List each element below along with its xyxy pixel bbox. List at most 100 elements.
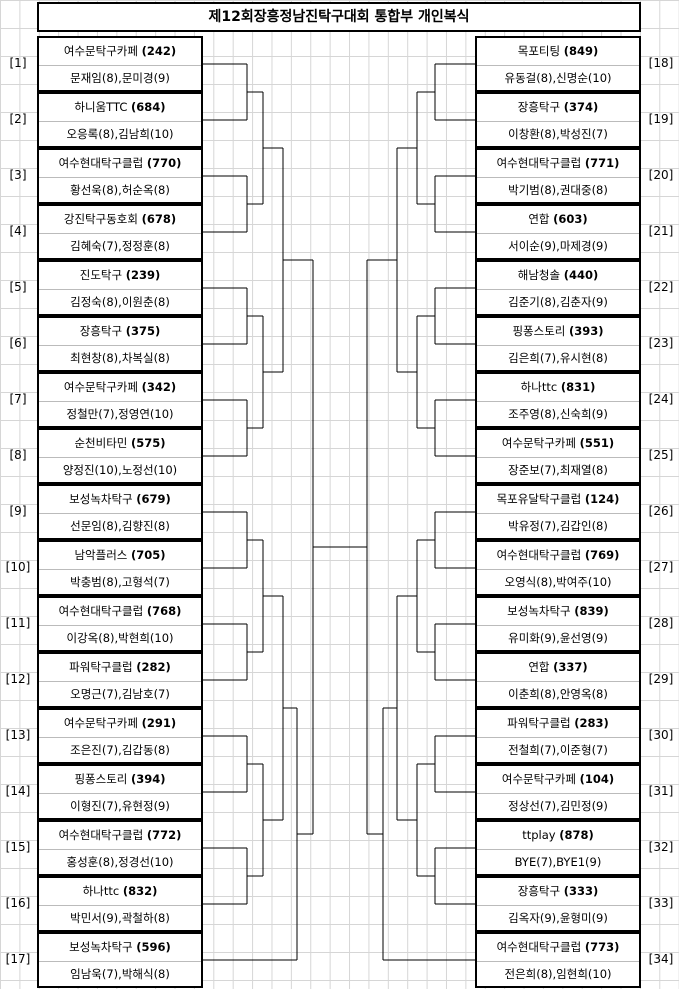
team-entry-left: 하니움TTC (684)오응록(8),김남희(10) [37, 92, 203, 148]
club-name: 순천비타민 (575) [39, 430, 201, 458]
club-label: 목포유달탁구클럽 [496, 492, 585, 506]
player-names: 이형진(7),유현정(9) [70, 799, 170, 813]
player-names: 유미화(9),윤선영(9) [508, 631, 608, 645]
club-label: 여수현대탁구클럽 [496, 940, 585, 954]
seed-number: [1] [9, 56, 27, 70]
club-label: 여수문탁구카페 [63, 44, 142, 58]
player-names: 이춘희(8),안영옥(8) [508, 687, 608, 701]
seed-number: [18] [648, 56, 674, 70]
seed-number: [13] [5, 728, 31, 742]
club-name: 파워탁구클럽 (283) [477, 710, 639, 738]
team-entry-right: 보성녹차탁구 (839)유미화(9),윤선영(9) [475, 596, 641, 652]
club-label: 연합 [528, 212, 554, 226]
seed-number: [5] [9, 280, 27, 294]
team-entry-right: 여수현대탁구클럽 (771)박기범(8),권대중(8) [475, 148, 641, 204]
seed-number: [8] [9, 448, 27, 462]
player-names: 김혜숙(7),정정훈(8) [70, 239, 170, 253]
player-names: 이강옥(8),박현희(10) [66, 631, 174, 645]
entry-number: (124) [584, 492, 620, 506]
player-names: 오명근(7),김남호(7) [70, 687, 170, 701]
team-entry-right: 해남청솔 (440)김준기(8),김춘자(9) [475, 260, 641, 316]
team-entry-right: 핑퐁스토리 (393) 김은희(7),유시현(8) [475, 316, 641, 372]
team-entry-left: 순천비타민 (575)양정진(10),노정선(10) [37, 428, 203, 484]
club-label: 순천비타민 [74, 436, 132, 450]
player-names: 최현창(8),차복실(8) [70, 351, 170, 365]
team-entry-right: 여수현대탁구클럽 (769) 오영식(8),박여주(10) [475, 540, 641, 596]
club-label: 파워탁구클럽 [507, 716, 575, 730]
seed-number: [3] [9, 168, 27, 182]
player-names: 김준기(8),김춘자(9) [508, 295, 608, 309]
seed-number: [11] [5, 616, 31, 630]
club-name: 목포티팅 (849) [477, 38, 639, 66]
player-names: 김은희(7),유시현(8) [508, 351, 608, 365]
entry-number: (771) [584, 156, 620, 170]
entry-number: (283) [574, 716, 609, 730]
entry-number: (769) [584, 548, 620, 562]
team-entry-right: 연합 (603)서이순(9),마제경(9) [475, 204, 641, 260]
club-label: 핑퐁스토리 [74, 772, 132, 786]
seed-number: [22] [648, 280, 674, 294]
entry-number: (575) [131, 436, 166, 450]
team-entry-right: 여수문탁구카페 (551)장준보(7),최재열(8) [475, 428, 641, 484]
seed-number: [7] [9, 392, 27, 406]
team-entry-right: 파워탁구클럽 (283)전철희(7),이준형(7) [475, 708, 641, 764]
club-name: 장흥탁구 (374) [477, 94, 639, 122]
club-label: ttplay [522, 828, 560, 842]
seed-number: [32] [648, 840, 674, 854]
player-names: 오영식(8),박여주(10) [504, 575, 612, 589]
club-name: 장흥탁구 (375) [39, 318, 201, 346]
team-entry-left: 여수현대탁구클럽 (768) 이강옥(8),박현희(10) [37, 596, 203, 652]
entry-number: (551) [579, 436, 615, 450]
seed-number: [15] [5, 840, 31, 854]
entry-number: (705) [131, 548, 166, 562]
player-names: 유동걸(8),신명순(10) [504, 71, 612, 85]
team-entry-right: 여수문탁구카페 (104) 정상선(7),김민정(9) [475, 764, 641, 820]
team-entry-left: 장흥탁구 (375) 최현창(8),차복실(8) [37, 316, 203, 372]
entry-number: (679) [136, 492, 171, 506]
club-label: 보성녹차탁구 [69, 940, 137, 954]
entry-number: (104) [579, 772, 615, 786]
seed-number: [6] [9, 336, 27, 350]
entry-number: (394) [131, 772, 166, 786]
club-name: 여수현대탁구클럽 (769) [477, 542, 639, 570]
page-title: 제12회장흥정남진탁구대회 통합부 개인복식 [37, 2, 641, 32]
club-label: 강진탁구동호회 [63, 212, 142, 226]
entry-number: (239) [125, 268, 161, 282]
club-name: 여수문탁구카페 (104) [477, 766, 639, 794]
club-label: 진도탁구 [79, 268, 126, 282]
seed-number: [9] [9, 504, 27, 518]
team-entry-right: ttplay (878)BYE(7),BYE1(9) [475, 820, 641, 876]
seed-number: [12] [5, 672, 31, 686]
club-label: 남악플러스 [74, 548, 132, 562]
entry-number: (375) [125, 324, 161, 338]
club-label: 여수현대탁구클럽 [58, 828, 147, 842]
club-label: 장흥탁구 [517, 100, 564, 114]
team-entry-left: 파워탁구클럽 (282)오명근(7),김남호(7) [37, 652, 203, 708]
club-label: 여수현대탁구클럽 [58, 604, 147, 618]
seed-number: [23] [648, 336, 674, 350]
seed-number: [26] [648, 504, 674, 518]
club-name: 핑퐁스토리 (393) [477, 318, 639, 346]
entry-number: (768) [146, 604, 182, 618]
seed-number: [34] [648, 952, 674, 966]
club-name: 여수현대탁구클럽 (770) [39, 150, 201, 178]
player-names: 홍성훈(8),정경선(10) [66, 855, 174, 869]
club-name: 여수현대탁구클럽 (772) [39, 822, 201, 850]
club-label: 여수문탁구카페 [63, 716, 142, 730]
team-entry-right: 하나ttc (831)조주영(8),신숙희(9) [475, 372, 641, 428]
team-entry-left: 하나ttc (832)박민서(9),곽철하(8) [37, 876, 203, 932]
club-name: 진도탁구 (239) [39, 262, 201, 290]
entry-number: (831) [560, 380, 596, 394]
seed-number: [28] [648, 616, 674, 630]
team-entry-left: 여수문탁구카페 (242)문재임(8),문미경(9) [37, 36, 203, 92]
seed-number: [16] [5, 896, 31, 910]
seed-number: [19] [648, 112, 674, 126]
team-entry-left: 여수문탁구카페 (342)정철만(7),정영연(10) [37, 372, 203, 428]
player-names: 정상선(7),김민정(9) [508, 799, 608, 813]
player-names: 임남욱(7),박해식(8) [70, 967, 170, 981]
seed-number: [4] [9, 224, 27, 238]
entry-number: (242) [141, 44, 177, 58]
team-entry-left: 여수문탁구카페 (291)조은진(7),김갑동(8) [37, 708, 203, 764]
team-entry-right: 장흥탁구 (374)이창환(8),박성진(7) [475, 92, 641, 148]
